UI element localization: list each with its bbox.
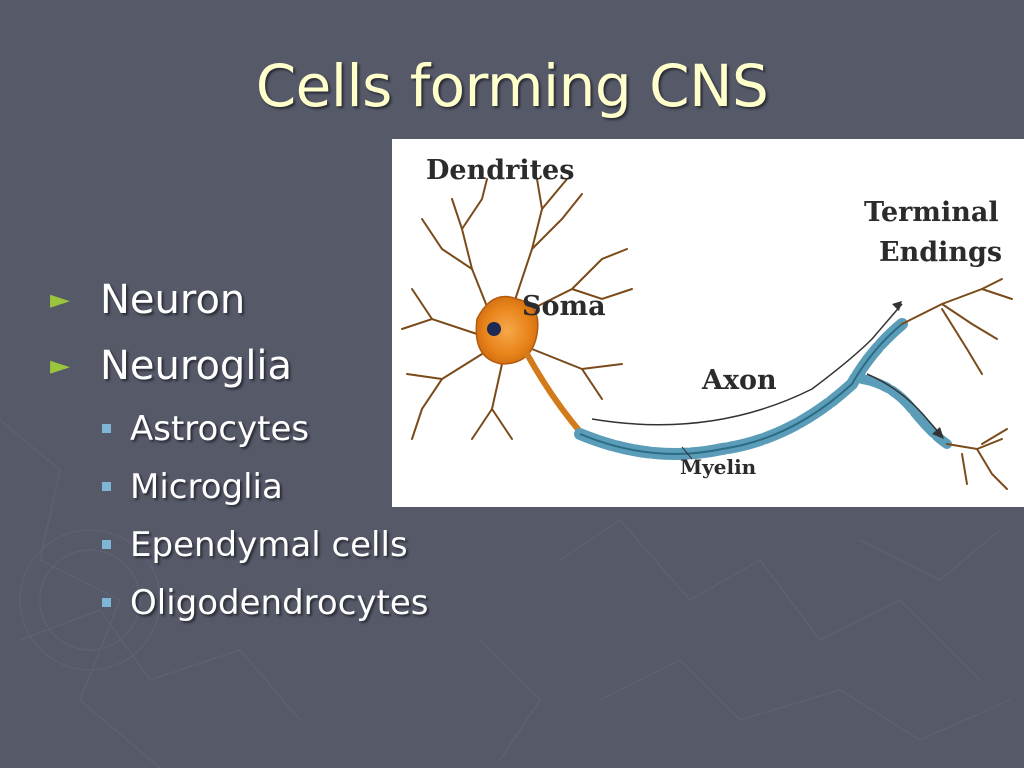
bullet-text: Neuroglia [100, 343, 293, 389]
arrow-lower [866, 373, 941, 435]
dendrites [401, 178, 633, 440]
triangle-arrow-icon: ► [50, 285, 70, 315]
neuron-diagram: Dendrites Soma Terminal Endings Axon Mye… [392, 139, 1024, 507]
arrow-upper [591, 303, 903, 426]
slide-title: Cells forming CNS [255, 52, 769, 120]
sub-bullet-text: Ependymal cells [130, 525, 408, 565]
soma-label: Soma [522, 291, 606, 322]
square-bullet-icon [102, 424, 111, 433]
sub-bullet-text: Astrocytes [130, 409, 310, 449]
myelin-label: Myelin [680, 455, 757, 479]
nucleus [487, 322, 501, 336]
square-bullet-icon [102, 540, 111, 549]
triangle-arrow-icon: ► [50, 351, 70, 381]
axon-label: Axon [702, 365, 777, 396]
sub-bullet-text: Microglia [130, 467, 283, 507]
terminal-label: Terminal [864, 197, 999, 228]
axon-branch [857, 374, 952, 449]
dendrites-label: Dendrites [426, 155, 575, 186]
bullet-text: Neuron [100, 277, 246, 323]
soma [475, 295, 539, 365]
square-bullet-icon [102, 482, 111, 491]
sub-bullet-text: Oligodendrocytes [130, 583, 429, 623]
myelin-pointer [681, 446, 693, 460]
terminal-endings [901, 278, 1013, 490]
neuron-illustration [401, 178, 1013, 490]
axon-hillock [524, 351, 585, 437]
square-bullet-icon [102, 598, 111, 607]
endings-label: Endings [879, 237, 1003, 268]
